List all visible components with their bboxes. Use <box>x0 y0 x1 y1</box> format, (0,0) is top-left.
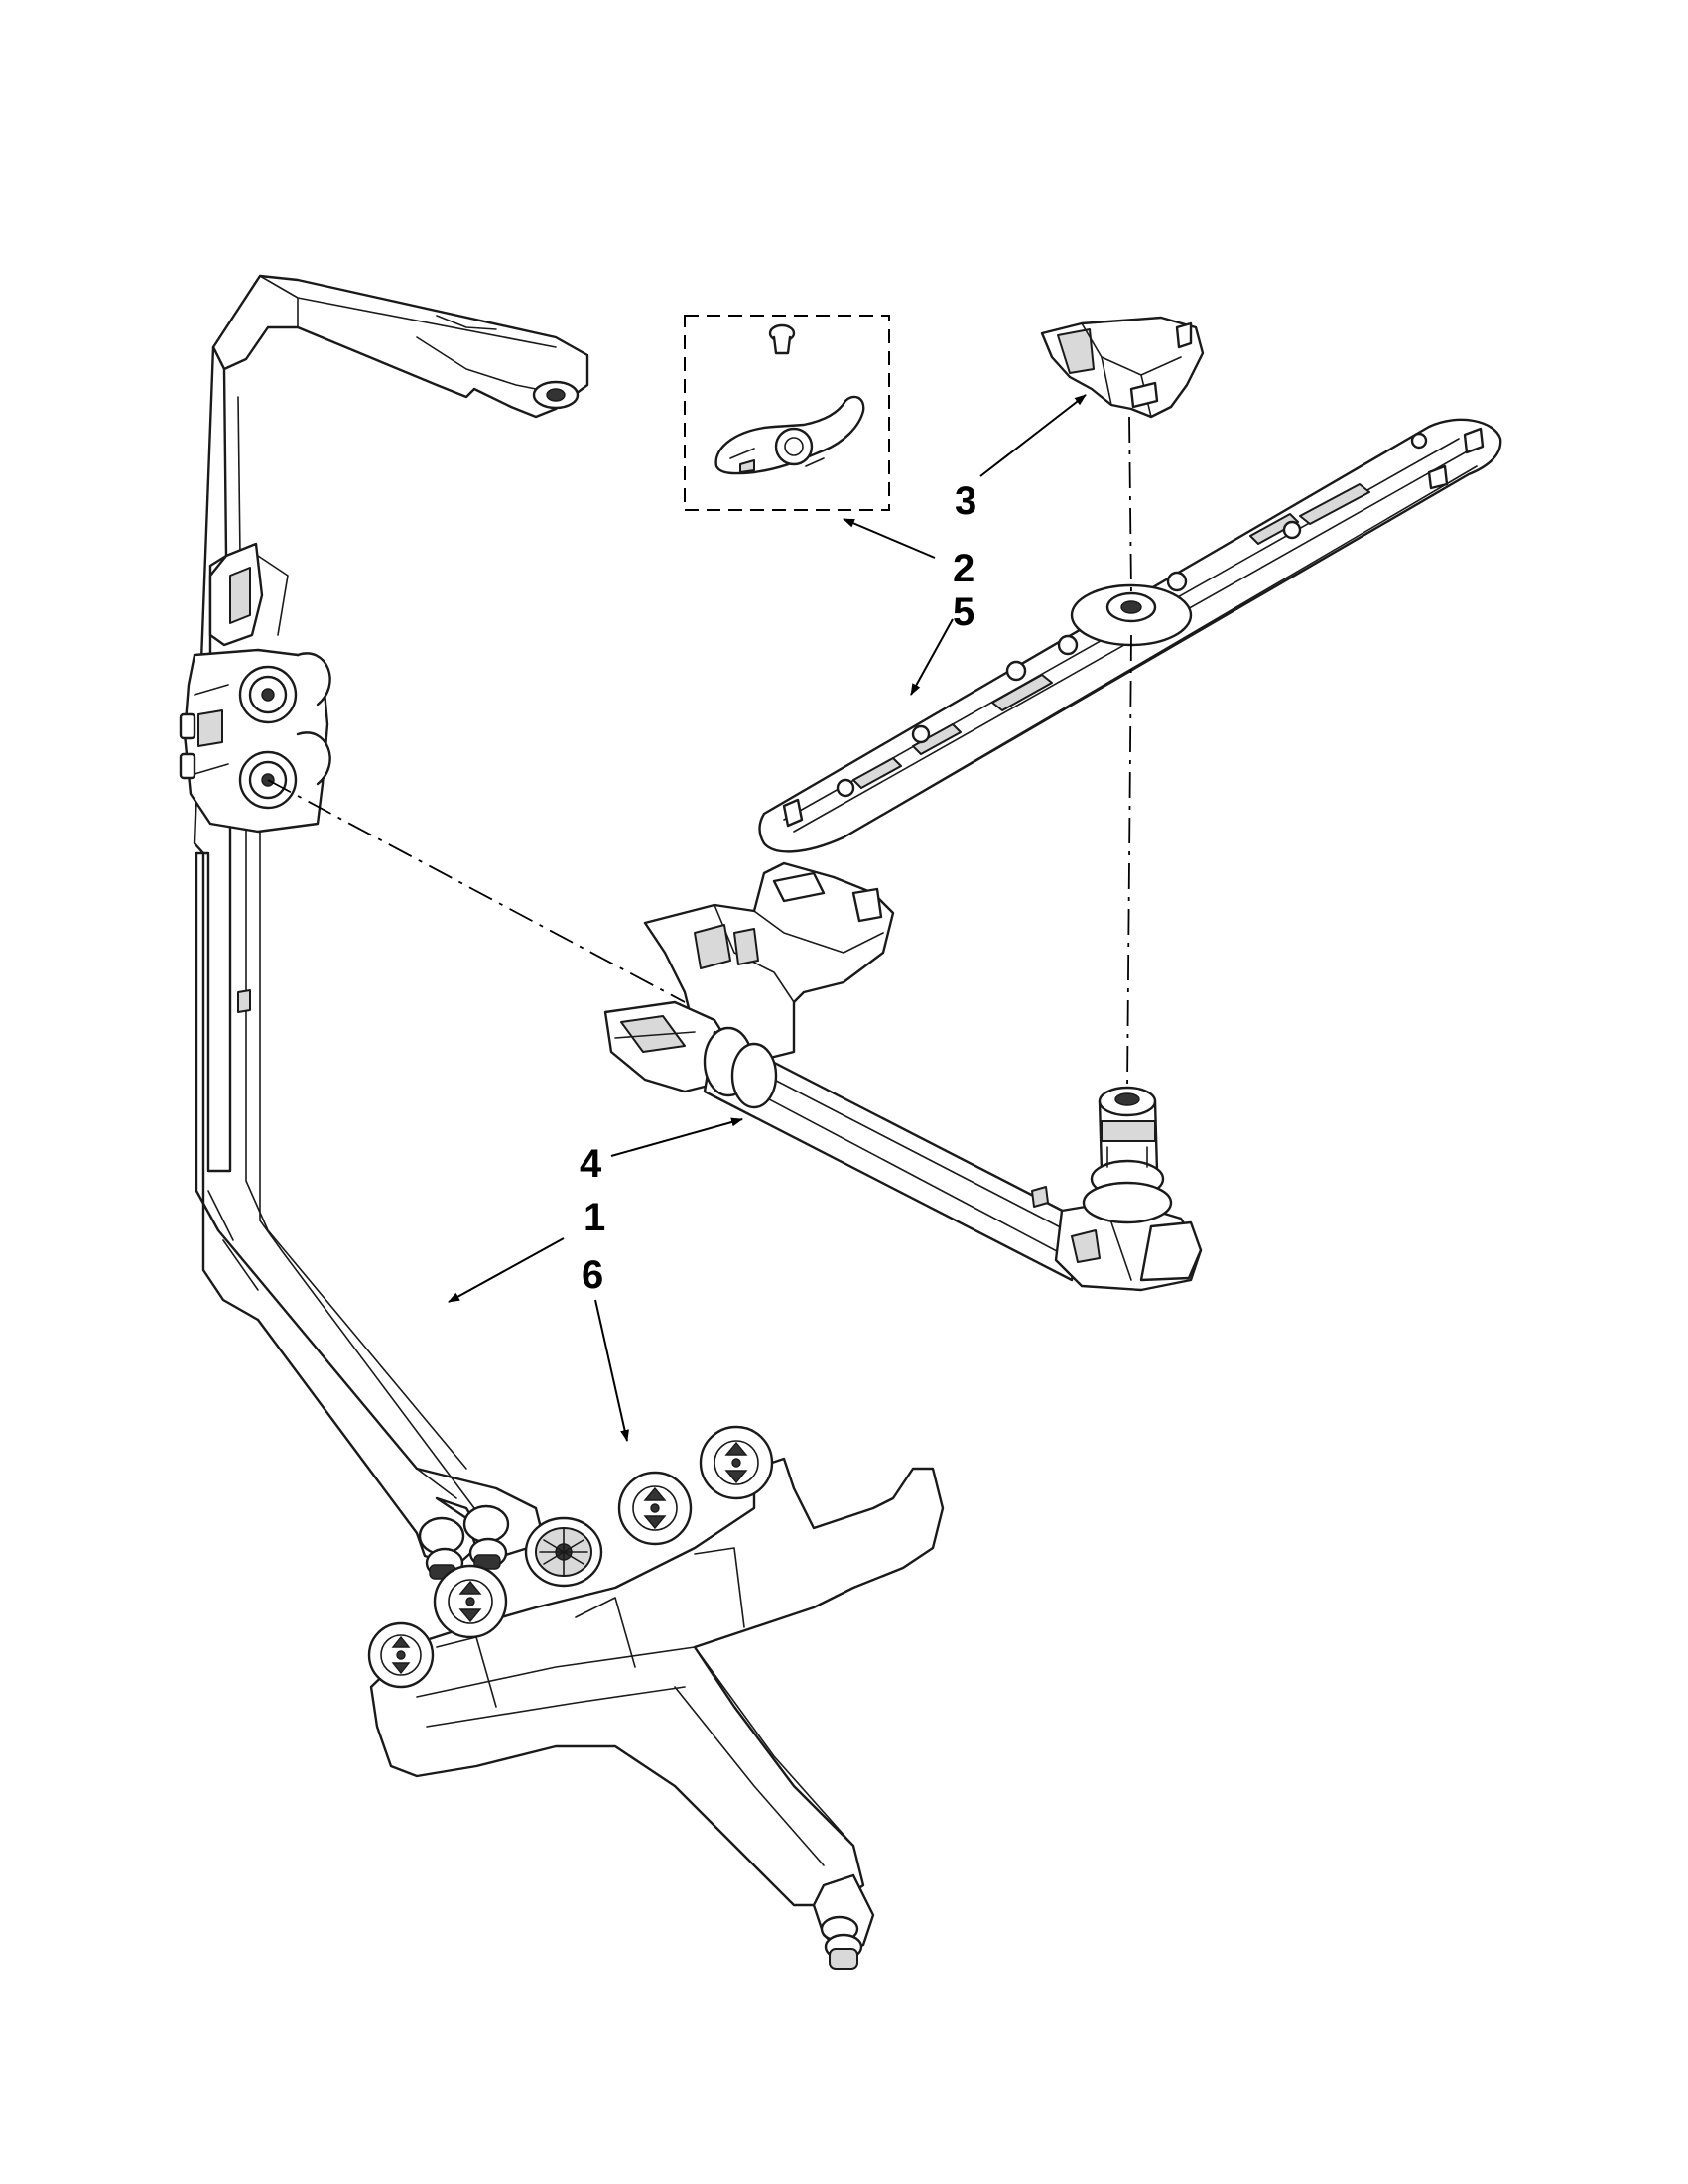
spray-head <box>367 1621 435 1689</box>
callout-5: 5 <box>953 590 974 634</box>
spray-head <box>433 1564 508 1639</box>
callout-labels: 3 2 5 4 1 6 <box>580 479 976 1297</box>
alignment-lines <box>267 416 1132 1089</box>
callout-3: 3 <box>955 479 976 523</box>
spray-head-center <box>524 1516 603 1588</box>
callout-2: 2 <box>953 547 974 590</box>
manifold-conduit-part <box>603 861 1203 1292</box>
supply-tube-part <box>179 274 589 1580</box>
callout-4: 4 <box>580 1142 602 1186</box>
upper-bracket-part <box>1040 316 1205 419</box>
callout-6: 6 <box>582 1253 603 1297</box>
leader-lines <box>448 394 1087 1442</box>
upper-spray-arm-part <box>758 418 1502 853</box>
retainer-kit-part <box>684 315 890 511</box>
lower-spray-manifold-part <box>367 1425 945 1970</box>
callout-1: 1 <box>584 1196 605 1239</box>
spray-head <box>699 1425 774 1500</box>
spray-head <box>617 1471 693 1546</box>
